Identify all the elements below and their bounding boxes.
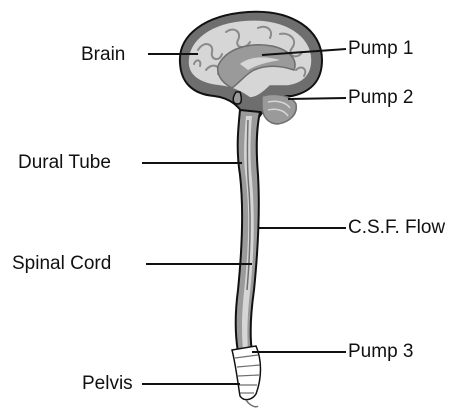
label-csf-flow: C.S.F. Flow [348, 217, 445, 239]
label-pelvis: Pelvis [82, 373, 133, 395]
pituitary [233, 92, 241, 104]
sacrum [232, 346, 261, 400]
label-dural-tube: Dural Tube [18, 152, 111, 174]
coccyx [246, 400, 258, 407]
label-pump1: Pump 1 [348, 38, 413, 60]
label-pump3: Pump 3 [348, 341, 413, 363]
label-brain: Brain [81, 44, 125, 66]
label-spinal-cord: Spinal Cord [12, 253, 111, 275]
leader-pump2 [288, 98, 346, 99]
label-pump2: Pump 2 [348, 87, 413, 109]
